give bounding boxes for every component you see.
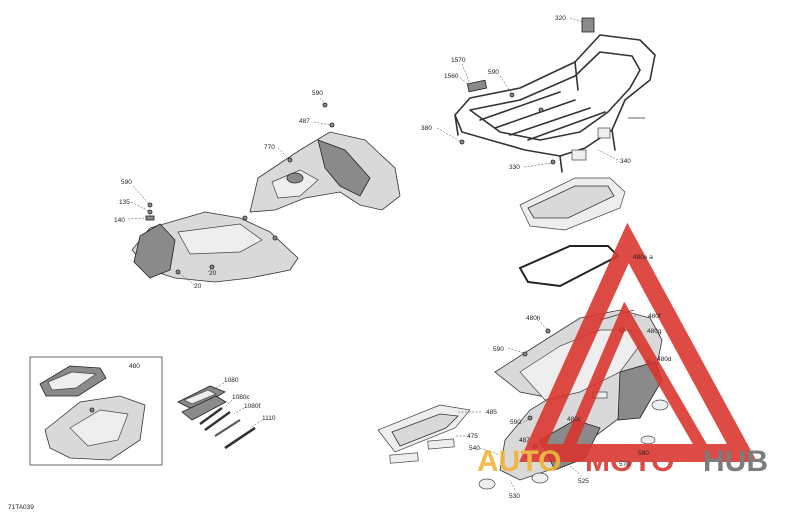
watermark-hub: HUB — [703, 445, 768, 478]
callout-580: 580 — [638, 450, 649, 457]
callout-140: 140 — [114, 217, 125, 224]
callout-480c: 480c — [567, 416, 582, 423]
callout-770: 770 — [264, 144, 275, 151]
callout-20-b: 20 — [194, 283, 202, 290]
callout-590-left: 590 — [121, 179, 132, 186]
watermark-auto: AUTO — [477, 445, 561, 478]
callout-480f: 480f — [648, 313, 661, 320]
callout-540: 540 — [469, 445, 480, 452]
callout-525: 525 — [578, 478, 589, 485]
watermark-triangle-inner — [560, 301, 711, 457]
rack-leader-lines — [436, 17, 619, 168]
callout-330: 330 — [509, 164, 520, 171]
callout-480d: 480d — [657, 356, 672, 363]
diagram-code: 71TA039 — [8, 504, 34, 511]
callout-320: 320 — [555, 15, 566, 22]
callout-1110: 1110 — [262, 415, 276, 422]
callout-485: 485 — [486, 409, 497, 416]
rear-rack — [454, 17, 656, 173]
callout-487-front: 487 — [299, 118, 310, 125]
callout-530: 530 — [509, 493, 520, 500]
callout-340: 340 — [620, 158, 631, 165]
front-fender-assembly — [131, 131, 401, 283]
callout-480g: 480g — [647, 328, 662, 335]
hardware-kit — [177, 385, 256, 450]
callout-labels: 320 1570 1560 590 380 330 340 590 487 77… — [8, 15, 672, 511]
callout-590-rack: 590 — [488, 69, 499, 76]
callout-480-inset: 480 — [129, 363, 140, 370]
automotohub-watermark: AUTO MOTO HUB — [477, 222, 768, 478]
skid-plate — [377, 404, 482, 464]
callout-590-front: 590 — [312, 90, 323, 97]
callout-1080: 1080 — [224, 377, 239, 384]
callout-590-mid: 590 — [493, 346, 504, 353]
callout-20-a: 20 — [209, 270, 217, 277]
callout-1570: 1570 — [451, 57, 466, 64]
callout-1560: 1560 — [444, 73, 459, 80]
callout-135: 135 — [119, 199, 130, 206]
callout-475: 475 — [467, 433, 478, 440]
callout-1080c: 1080c — [232, 394, 250, 401]
watermark-triangle-outer — [519, 222, 758, 462]
callout-480h: 480h — [526, 315, 541, 322]
front-leader-lines — [127, 97, 332, 286]
callout-570: 570 — [619, 461, 630, 468]
hardware-leader-lines — [211, 382, 263, 429]
callout-480e-a: 480e a — [633, 254, 653, 261]
callout-380: 380 — [421, 125, 432, 132]
callout-590-low: 590 — [510, 419, 521, 426]
front-fasteners — [145, 102, 335, 275]
watermark-moto: MOTO — [585, 445, 674, 478]
storage-tray — [519, 177, 626, 231]
callout-1080f: 1080f — [244, 403, 260, 410]
callout-487-low: 487 — [519, 437, 530, 444]
inset-box-480 — [29, 356, 163, 466]
rack-fasteners — [459, 92, 645, 165]
